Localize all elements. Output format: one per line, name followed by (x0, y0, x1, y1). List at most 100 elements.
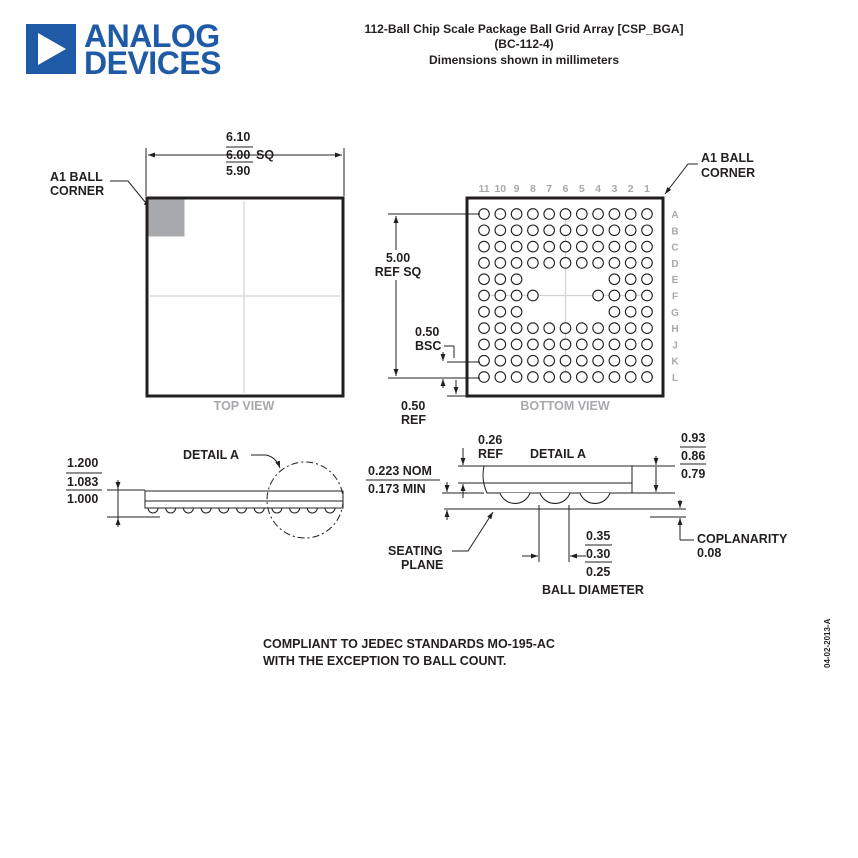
ball-H10 (494, 322, 507, 334)
ball-J3 (608, 338, 621, 351)
ball-A4 (592, 208, 604, 220)
body-height-nom: 0.86 (681, 449, 705, 463)
ball-F11 (478, 289, 490, 302)
ball-A9 (510, 208, 523, 220)
coplanarity-value: 0.08 (697, 546, 721, 560)
title-line-3: Dimensions shown in millimeters (429, 53, 619, 67)
detail-ref-label: REF (478, 447, 503, 461)
row-label-G: G (671, 308, 679, 319)
ball-L5 (575, 371, 588, 383)
ball-E9 (510, 273, 523, 286)
note-line-2: WITH THE EXCEPTION TO BALL COUNT. (263, 654, 506, 668)
ball-H2 (624, 322, 637, 334)
detail-a-title: DETAIL A (530, 447, 586, 461)
ball-J4 (592, 338, 604, 351)
ball-C3 (608, 240, 621, 253)
ball-G3 (608, 305, 621, 318)
ball-G1 (641, 305, 653, 318)
ball-B3 (608, 224, 621, 237)
ball-K8 (527, 354, 539, 367)
top-view: 6.10 6.00 SQ 5.90 A1 BALL CORNER TOP VIE… (50, 130, 345, 413)
top-a1-label-line2: CORNER (50, 184, 104, 198)
ball-J5 (575, 338, 588, 351)
detail-ball-1-fill (500, 493, 530, 504)
ball-D1 (641, 257, 653, 269)
ball-L4 (592, 371, 604, 383)
ball-A10 (494, 208, 507, 220)
ball-D10 (494, 257, 507, 269)
ball-H11 (478, 322, 490, 334)
ball-F3 (608, 289, 621, 302)
column-label-6: 6 (563, 183, 569, 195)
row-label-B: B (671, 226, 678, 237)
ball-K2 (624, 354, 637, 367)
column-label-7: 7 (546, 183, 552, 195)
ball-L10 (494, 371, 507, 383)
top-view-body (145, 196, 345, 398)
ball-E10 (494, 273, 507, 286)
pitch-value: 0.50 (415, 325, 439, 339)
row-label-D: D (671, 259, 678, 270)
ball-B4 (592, 224, 604, 237)
logo-line-devices: DEVICES (84, 45, 221, 81)
detail-a-callout-leader (251, 454, 281, 469)
row-label-L: L (672, 373, 678, 384)
ball-L3 (608, 371, 621, 383)
seating-plane-line2: PLANE (401, 558, 443, 572)
ball-D7 (543, 257, 556, 269)
ball-A11 (478, 208, 490, 220)
column-label-1: 1 (644, 183, 650, 195)
ball-A8 (527, 208, 539, 220)
ball-D4 (592, 257, 604, 269)
ball-K10 (494, 354, 507, 367)
seating-plane-line1: SEATING (388, 544, 443, 558)
coplanarity-label: COPLANARITY (697, 532, 788, 546)
ball-B8 (527, 224, 539, 237)
top-width-min: 5.90 (226, 164, 250, 178)
detail-ball-1-outline (499, 492, 531, 504)
ball-diameter-max: 0.35 (586, 529, 610, 543)
ball-J8 (527, 338, 539, 351)
bottom-a1-label-line2: CORNER (701, 166, 755, 180)
seating-plane-leader (452, 511, 494, 552)
ball-B6 (559, 224, 572, 237)
detail-a: DETAIL A 0.26 REF 0.223 NOM 0.173 MIN 0.… (366, 431, 788, 597)
ball-C8 (527, 240, 539, 253)
column-label-3: 3 (611, 183, 617, 195)
ball-diameter-nom: 0.30 (586, 547, 610, 561)
ball-J6 (559, 338, 572, 351)
ball-E2 (624, 273, 637, 286)
side-ball-1 (324, 507, 336, 514)
ball-K1 (641, 354, 653, 367)
ball-grid (478, 208, 653, 383)
top-a1-label-line1: A1 BALL (50, 170, 103, 184)
ball-C9 (510, 240, 523, 253)
detail-ref-value: 0.26 (478, 433, 502, 447)
ball-J10 (494, 338, 507, 351)
ref-sq-value: 5.00 (386, 251, 410, 265)
ball-D9 (510, 257, 523, 269)
top-a1-leader (110, 180, 151, 209)
ball-A1 (641, 208, 653, 220)
detail-ball-3-outline (579, 492, 611, 504)
ball-J7 (543, 338, 556, 351)
top-width-nom: 6.00 (226, 148, 250, 162)
ball-K5 (575, 354, 588, 367)
standoff-nom: 0.223 NOM (368, 464, 432, 478)
side-view: 1.200 1.083 1.000 DETAIL A (66, 448, 344, 539)
ball-diameter-label: BALL DIAMETER (542, 583, 644, 597)
row-label-C: C (671, 243, 678, 254)
ball-K6 (559, 354, 572, 367)
ball-K7 (543, 354, 556, 367)
ball-A7 (543, 208, 556, 220)
title-line-2: (BC-112-4) (494, 37, 553, 51)
column-label-5: 5 (579, 183, 585, 195)
side-ball-2 (306, 507, 318, 514)
ball-C10 (494, 240, 507, 253)
ball-D2 (624, 257, 637, 269)
row-label-K: K (671, 357, 679, 368)
height-min: 1.000 (67, 492, 98, 506)
